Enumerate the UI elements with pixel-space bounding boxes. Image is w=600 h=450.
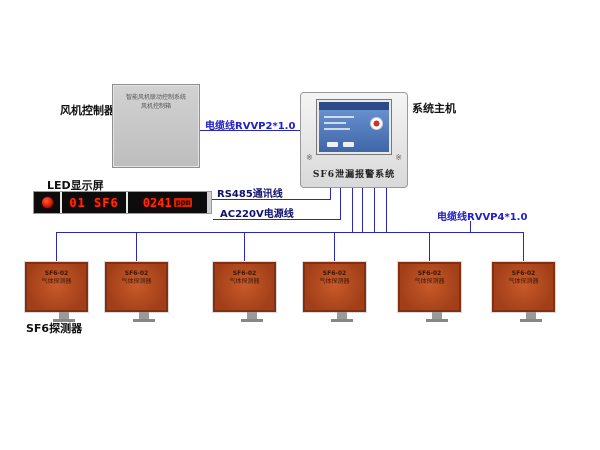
detector-model-text: SF6-02 [124, 270, 149, 277]
sf6-detector: SF6-02 气体探测器 [398, 262, 461, 324]
led-divider [60, 192, 62, 213]
detector-base [53, 319, 75, 322]
detector-type-text: 气体探测器 [414, 278, 445, 285]
detector-body: SF6-02 气体探测器 [492, 262, 555, 312]
led-display-label: LED显示屏 [47, 179, 104, 192]
wire-detector-drop [334, 232, 335, 262]
wire-host-drop [362, 188, 363, 232]
system-host-device: ※ ※ SF6泄漏报警系统 [300, 92, 408, 188]
wire-detector-drop [523, 232, 524, 262]
cable-rvvp4-label: 电缆线RVVP4*1.0 [437, 212, 528, 223]
fan-controller-box: 智能风机联动控制系统 风机控制箱 [112, 84, 200, 168]
wire-rs485-vertical [330, 188, 331, 200]
host-screen-logo [370, 117, 383, 130]
fan-box-text-2: 风机控制箱 [140, 103, 171, 110]
led-unit: ppm [173, 198, 193, 207]
host-screen-titlebar [319, 102, 389, 110]
detector-stand [526, 312, 536, 319]
sf6-detector: SF6-02 气体探测器 [303, 262, 366, 324]
wire-rvvp4-leader [470, 221, 471, 232]
detector-model-text: SF6-02 [44, 270, 69, 277]
detector-stand [139, 312, 149, 319]
fan-box-text-1: 智能风机联动控制系统 [125, 94, 186, 101]
ac220v-label: AC220V电源线 [220, 209, 294, 220]
led-end-cap [207, 192, 211, 213]
wire-detector-drop [56, 232, 57, 262]
host-screen-line [324, 128, 350, 130]
wire-host-drop [386, 188, 387, 232]
led-indicator-cell [34, 196, 60, 209]
rs485-label: RS485通讯线 [217, 189, 283, 200]
detector-model-text: SF6-02 [511, 270, 536, 277]
led-divider [126, 192, 128, 213]
detector-base [331, 319, 353, 322]
host-screw-icon: ※ [306, 153, 313, 162]
host-screw-icon: ※ [395, 153, 402, 162]
detector-model-text: SF6-02 [322, 270, 347, 277]
detector-stand [432, 312, 442, 319]
wire-detector-drop [244, 232, 245, 262]
detector-base [520, 319, 542, 322]
wire-detector-drop [136, 232, 137, 262]
host-screen-button [343, 142, 354, 147]
detector-base [241, 319, 263, 322]
sf6-detector: SF6-02 气体探测器 [25, 262, 88, 324]
detector-body: SF6-02 气体探测器 [25, 262, 88, 312]
cable-rvvp2-label: 电缆线RVVP2*1.0 [205, 121, 296, 132]
led-indicator-light [40, 196, 54, 209]
sf6-detector: SF6-02 气体探测器 [105, 262, 168, 324]
wire-ac220v-horizontal [213, 219, 341, 220]
detector-type-text: 气体探测器 [508, 278, 539, 285]
system-host-label: 系统主机 [412, 102, 456, 115]
detector-stand [337, 312, 347, 319]
host-screen-line [324, 122, 346, 124]
detector-type-text: 气体探测器 [229, 278, 260, 285]
sf6-detector-label: SF6探测器 [26, 322, 83, 335]
led-gas: SF6 [94, 195, 119, 210]
wire-rvvp2 [200, 130, 300, 131]
detector-type-text: 气体探测器 [319, 278, 350, 285]
detector-model-text: SF6-02 [232, 270, 257, 277]
led-channel-readout: 01 SF6 [62, 196, 126, 210]
wire-rs485-horizontal [212, 199, 331, 200]
sf6-detector: SF6-02 气体探测器 [492, 262, 555, 324]
sf6-detector: SF6-02 气体探测器 [213, 262, 276, 324]
detector-type-text: 气体探测器 [41, 278, 72, 285]
wire-host-drop [352, 188, 353, 232]
host-screen-button [327, 142, 338, 147]
wire-ac220v-vertical [340, 188, 341, 220]
led-channel: 01 [69, 195, 86, 210]
detector-stand [59, 312, 69, 319]
detector-body: SF6-02 气体探测器 [105, 262, 168, 312]
led-value: 0241 [142, 195, 172, 210]
detector-stand [247, 312, 257, 319]
host-screen-line [324, 116, 354, 118]
detector-model-text: SF6-02 [417, 270, 442, 277]
detector-base [426, 319, 448, 322]
detector-body: SF6-02 气体探测器 [398, 262, 461, 312]
wire-host-drop [374, 188, 375, 232]
host-screen [317, 100, 391, 154]
detector-base [133, 319, 155, 322]
wire-detector-drop [429, 232, 430, 262]
detector-body: SF6-02 气体探测器 [213, 262, 276, 312]
detector-body: SF6-02 气体探测器 [303, 262, 366, 312]
wire-detector-bus [56, 232, 524, 233]
host-panel-title: SF6泄漏报警系统 [312, 170, 396, 180]
fan-controller-label: 风机控制器 [60, 104, 115, 117]
detector-type-text: 气体探测器 [121, 278, 152, 285]
